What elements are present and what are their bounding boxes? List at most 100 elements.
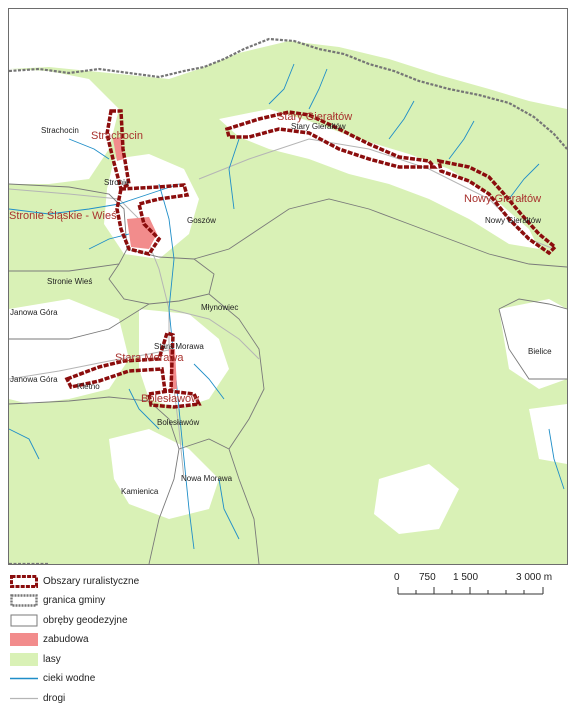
precinct-boundaries: [9, 183, 567, 564]
place-label-nowa-morawa: Nowa Morawa: [181, 474, 233, 483]
place-label-janowa-gora-2: Janowa Góra: [10, 375, 58, 384]
legend-item-watercourse: cieki wodne: [8, 670, 338, 688]
watercourse: [308, 68, 328, 110]
road: [9, 188, 185, 480]
legend-item-municipal-border: granica gminy: [8, 592, 338, 610]
map-canvas: Strachocin Stronie Goszów Stronie Wieś M…: [9, 9, 567, 564]
clearing-bottom-south: [374, 464, 459, 534]
place-label-goszow: Goszów: [187, 216, 216, 225]
place-label-stary-gieraltow: Stary Gierałtów: [291, 122, 346, 131]
scale-label-1500: 1 500: [453, 572, 479, 583]
road-swatch-icon: [10, 697, 38, 700]
rural-areas: [64, 109, 558, 409]
scale-label-3000: 3 000 m: [516, 572, 553, 583]
rural-area-stary-gieraltow: [224, 110, 438, 169]
clearing-morawa: [139, 309, 229, 409]
precinct-boundary: [498, 298, 567, 310]
rural-area-strachocin: [105, 109, 131, 192]
precinct-boundary: [9, 303, 150, 340]
precinct-swatch-icon: [10, 614, 38, 627]
road: [9, 348, 175, 380]
watercourse: [128, 388, 160, 430]
forest-area: [9, 9, 567, 564]
place-label-stara-morawa: Stara Morawa: [154, 342, 204, 351]
clearing-west: [9, 69, 119, 184]
legend-item-rural-area: Obszary ruralistyczne: [8, 573, 338, 591]
road: [168, 308, 260, 360]
rural-area-label-stronie: Stronie Śląskie - Wieś: [9, 209, 117, 222]
municipal-border-line: [9, 37, 567, 150]
legend-label: lasy: [43, 654, 61, 665]
scale-label-750: 750: [419, 572, 436, 583]
watercourse-swatch-icon: [10, 677, 38, 680]
place-label-janowa-gora-1: Janowa Góra: [10, 308, 58, 317]
rural-area-label-nowy-gieraltow: Nowy Gierałtów: [464, 193, 541, 205]
watercourse: [508, 163, 540, 200]
rural-area-label-strachocin: Strachocin: [91, 130, 143, 142]
rural-area-boleslawow: [146, 389, 202, 409]
municipal-border-swatch-icon: [10, 594, 38, 607]
watercourse: [268, 63, 295, 105]
municipal-border: [9, 37, 567, 564]
built-up-zone: [127, 217, 157, 249]
scale-bar: 0 750 1 500 3 000 m: [388, 570, 568, 610]
rural-area-nowy-gieraltow: [436, 158, 558, 256]
legend-item-built-up: zabudowa: [8, 631, 338, 649]
rural-area-label-stary-gieraltow: Stary Gierałtów: [277, 111, 352, 123]
place-label-boleslawow: Bolesławów: [157, 418, 199, 427]
precinct-boundary: [208, 293, 265, 564]
precinct-boundary: [178, 438, 230, 450]
map-frame: Strachocin Stronie Goszów Stronie Wieś M…: [8, 8, 568, 565]
scale-bar-ruler: [397, 587, 544, 595]
watercourse: [448, 120, 475, 160]
place-label-strachocin: Strachocin: [41, 126, 79, 135]
legend-item-road: drogi: [8, 690, 338, 708]
legend-label: granica gminy: [43, 595, 106, 606]
place-labels: Strachocin Stronie Goszów Stronie Wieś M…: [10, 122, 552, 496]
rural-area-label-stara-morawa: Stara Morawa: [115, 352, 184, 364]
watercourse: [218, 478, 240, 540]
place-label-bielice: Bielice: [528, 347, 552, 356]
place-label-nowy-gieraltow: Nowy Gierałtów: [485, 216, 541, 225]
watercourse: [9, 183, 180, 215]
precinct-boundary: [193, 198, 567, 268]
clearing-kamienica: [109, 429, 219, 519]
rural-area-labels: Strachocin Stronie Śląskie - Wieś Stary …: [9, 111, 541, 405]
precinct-boundary: [9, 183, 128, 272]
legend-item-forest: lasy: [8, 651, 338, 669]
watercourse: [228, 138, 240, 210]
rural-area-stronie: [115, 183, 190, 256]
legend-label: Obszary ruralistyczne: [43, 576, 140, 587]
forest-areas: [9, 9, 567, 564]
watercourse: [548, 428, 565, 490]
watercourse: [388, 100, 415, 140]
place-label-mlynowiec: Młynowiec: [201, 303, 238, 312]
legend-label: cieki wodne: [43, 673, 96, 684]
scale-label-0: 0: [394, 572, 400, 583]
place-label-stronie: Stronie: [104, 178, 130, 187]
place-label-kletno: Kletno: [77, 382, 100, 391]
clearing-south-west: [9, 299, 129, 404]
rural-area-stara-morawa: [64, 330, 175, 393]
legend-item-precinct: obręby geodezyjne: [8, 612, 338, 630]
watercourse: [68, 138, 110, 160]
watercourse: [9, 428, 40, 460]
legend-label: zabudowa: [43, 634, 89, 645]
clearing-east: [529, 404, 567, 464]
rural-area-label-boleslawow: Bolesławów: [141, 393, 199, 405]
clearing-gieraltow: [219, 109, 539, 249]
precinct-boundary: [9, 396, 180, 564]
legend-label: obręby geodezyjne: [43, 615, 128, 626]
legend-label: drogi: [43, 693, 66, 704]
precinct-boundary: [108, 248, 215, 305]
clearing-bielice: [499, 299, 567, 389]
watercourse: [193, 363, 225, 400]
built-up-swatch-icon: [10, 633, 38, 646]
forest-swatch-icon: [10, 653, 38, 666]
clearing-north: [9, 9, 567, 109]
legend: Obszary ruralistyczne granica gminy obrę…: [8, 565, 338, 713]
clearings: [9, 9, 567, 534]
rural-area-swatch-icon: [10, 575, 38, 588]
place-label-kamienica: Kamienica: [121, 487, 159, 496]
place-label-stronie-wies: Stronie Wieś: [47, 277, 92, 286]
